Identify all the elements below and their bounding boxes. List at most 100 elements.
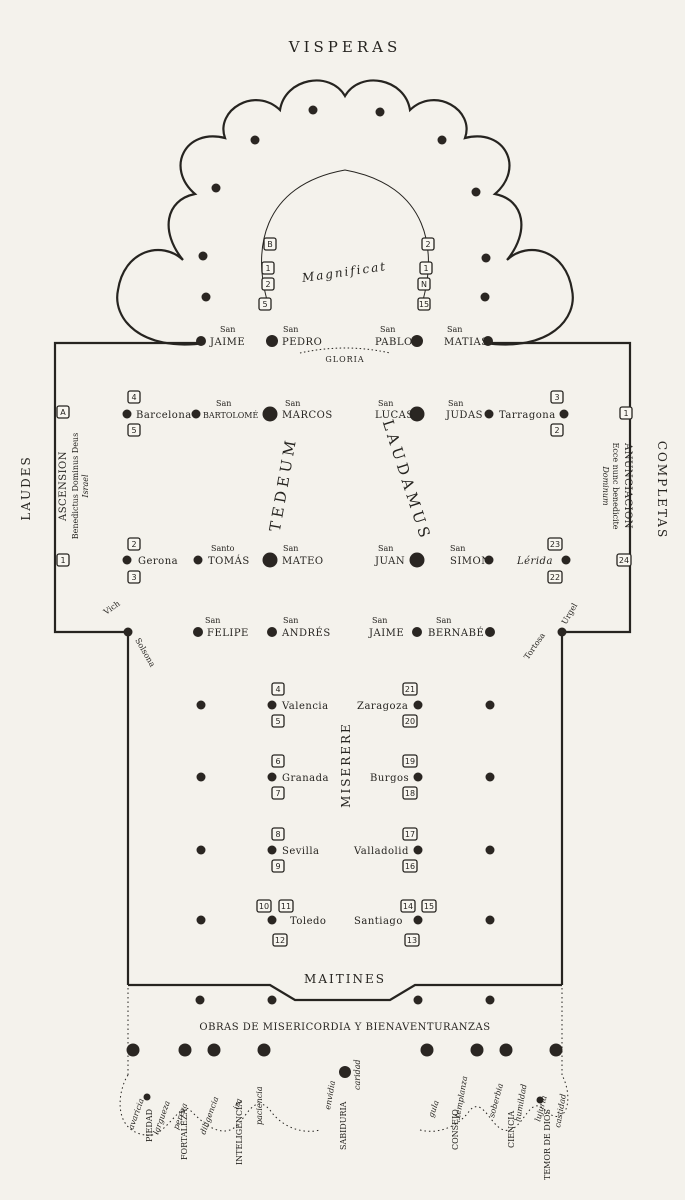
svg-text:PEDRO: PEDRO [282,337,322,348]
svg-text:MATIAS: MATIAS [444,337,489,348]
city-label: Tarragona [499,410,556,421]
dot [191,409,201,419]
svg-text:5: 5 [262,300,267,309]
laudes-label: LAUDES [19,455,33,520]
badge: 16 [402,859,418,873]
badge: 15 [421,899,437,913]
dot [470,1043,484,1057]
svg-text:2: 2 [425,240,430,249]
svg-text:LUCAS: LUCAS [375,410,414,421]
badge: 6 [271,754,285,768]
city-label: Valencia [281,701,329,712]
completas-label: COMPLETAS [655,441,669,539]
svg-text:16: 16 [405,862,415,871]
dot [413,915,423,925]
svg-text:3: 3 [131,573,136,582]
badge: 9 [271,859,285,873]
dot [549,1043,563,1057]
gift-label: SABIDURIA [339,1101,348,1150]
dot [420,1043,434,1057]
gift-label: PIEDAD [145,1109,154,1142]
gift-label: FORTALEZA [180,1109,189,1160]
city-label: Gerona [138,556,178,567]
svg-text:TOMÁS: TOMÁS [208,555,250,567]
badge: 2 [127,537,141,551]
dot [499,1043,513,1057]
badge: 20 [402,714,418,728]
svg-text:FELIPE: FELIPE [207,628,249,639]
badge: 5 [258,297,272,311]
dot [471,187,481,197]
dot [411,335,423,347]
svg-text:20: 20 [405,717,415,726]
svg-text:8: 8 [275,830,280,839]
svg-text:San: San [448,399,463,408]
badge: 23 [547,537,563,551]
svg-text:2: 2 [265,280,270,289]
badge: 12 [272,933,288,947]
gloria-label: GLORIA [325,355,364,364]
ascension-title: ASCENSION [58,451,69,522]
dot [480,292,490,302]
position-markers [122,105,571,1104]
dot [257,1043,271,1057]
svg-text:JAIME: JAIME [368,628,404,639]
dot [339,1066,351,1078]
svg-text:San: San [205,616,220,625]
svg-text:15: 15 [419,300,429,309]
dot [267,700,277,710]
badge: 1 [419,261,433,275]
ascension-line2: Israel [81,474,90,499]
badge: 21 [402,682,418,696]
anunciacion-block: ANUNCIACION Ecce nunc benedicite Dominum [601,442,633,530]
gift-label: INTELIGENCIA [235,1101,244,1165]
city-label: Barcelona [136,410,192,421]
choir-arc [261,169,429,311]
badge: 7 [271,786,285,800]
dot [262,552,278,568]
dot [196,336,206,346]
dot [196,845,206,855]
badge: 10 [256,899,272,913]
city-label: Tortosa [522,631,547,661]
dot [196,772,206,782]
nave-badges: 4 5 21 20 6 7 19 18 8 9 17 16 10 11 12 1… [256,682,437,947]
dot [267,915,277,925]
badge: B [263,237,277,251]
svg-text:2: 2 [554,426,559,435]
badge: 3 [550,390,564,404]
virtue-label: paciencia [255,1086,264,1125]
dot [485,700,495,710]
dot [195,995,205,1005]
badge: 8 [271,827,285,841]
cities: Barcelona Tarragona Gerona Lérida Vich S… [101,410,579,927]
svg-text:San: San [220,325,235,334]
svg-text:San: San [285,399,300,408]
virtue-label: castidad [553,1093,568,1128]
dot [409,552,425,568]
magnificat-label: Magnificat [300,259,388,285]
dot [196,915,206,925]
lower-dotted-wall [119,988,569,1136]
badge: 17 [402,827,418,841]
badge: 4 [127,390,141,404]
badge: 2 [261,277,275,291]
dot [266,335,278,347]
badge: 4 [271,682,285,696]
svg-text:5: 5 [131,426,136,435]
tedeum-label: TEDEUM [266,435,300,533]
dot [485,772,495,782]
dot [267,627,277,637]
svg-text:6: 6 [275,757,280,766]
dot [485,995,495,1005]
dot [196,700,206,710]
dot [211,183,221,193]
svg-text:A: A [60,408,66,417]
gift-label: TEMOR DE DIOS [543,1109,552,1180]
